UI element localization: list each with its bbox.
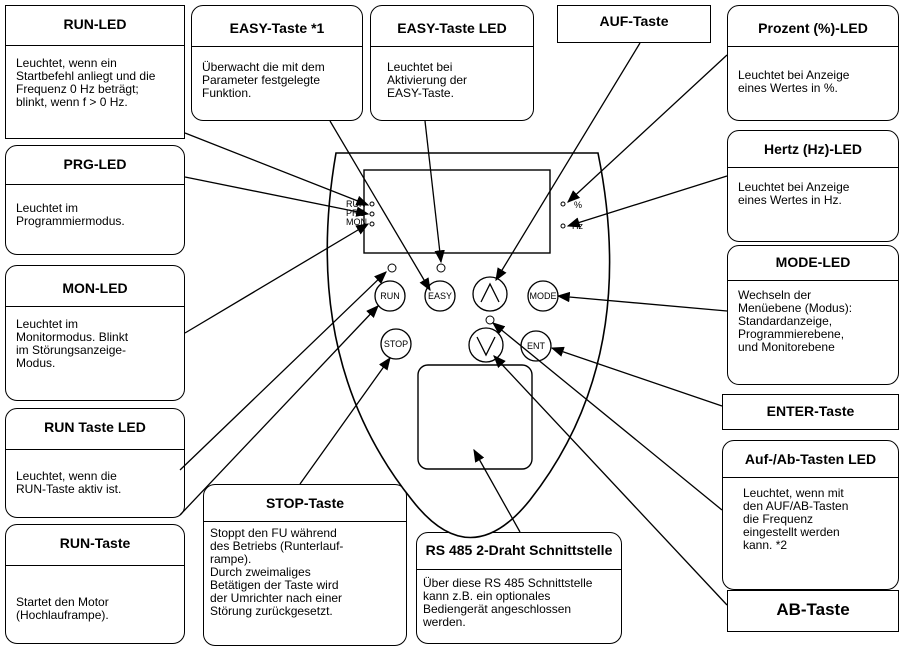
callout-easy-key: EASY-Taste *1 Überwacht die mit dem Para… (191, 5, 363, 121)
run-button (374, 280, 406, 312)
panel-led-labels: RUN PRG MON (346, 199, 367, 227)
callout-easy-led: EASY-Taste LED Leuchtet bei Aktivierung … (370, 5, 534, 121)
callout-stop-key: STOP-Taste Stoppt den FU während des Bet… (203, 484, 407, 646)
ent-button-label[interactable]: ENT (527, 341, 545, 351)
callout-title: RUN-Taste (59, 535, 131, 551)
callout-title: MON-LED (62, 280, 128, 296)
callout-enter-key: ENTER-Taste (722, 394, 899, 430)
callout-title: STOP-Taste (265, 495, 345, 511)
callout-text: Startet den Motor (Hochlauframpe). (16, 595, 109, 622)
callout-text: Leuchtet im Monitormodus. Blinkt im Stör… (16, 317, 129, 370)
percent-label: % (574, 200, 583, 210)
run-key-led-indicator (387, 263, 397, 273)
stop-button (380, 328, 412, 360)
callout-run-key-led: RUN Taste LED Leuchtet, wenn die RUN-Tas… (5, 408, 185, 518)
callout-mode-led: MODE-LED Wechseln der Menüebene (Modus):… (727, 245, 899, 385)
up-arrow-icon (480, 282, 500, 303)
callout-hz-led: Hertz (Hz)-LED Leuchtet bei Anzeige eine… (727, 130, 899, 242)
callout-run-key: RUN-Taste Startet den Motor (Hochlaufram… (5, 524, 185, 644)
callout-mon-led: MON-LED Leuchtet im Monitormodus. Blinkt… (5, 265, 185, 401)
callout-text: Leuchtet, wenn mit den AUF/AB-Tasten die… (743, 486, 849, 552)
callout-rs485: RS 485 2-Draht Schnittstelle Über diese … (416, 532, 622, 644)
display-window (363, 169, 551, 254)
callout-title: AB-Taste (776, 600, 850, 619)
callout-title: Hertz (Hz)-LED (764, 141, 862, 157)
rs485-port (417, 364, 533, 470)
mon-led-indicator (369, 221, 375, 227)
callout-up-key: AUF-Taste (557, 5, 711, 43)
percent-led-indicator (560, 201, 566, 207)
callout-run-led: RUN-LED Leuchtet, wenn ein Startbefehl a… (5, 5, 185, 139)
callout-prg-led: PRG-LED Leuchtet im Programmiermodus. (5, 145, 185, 255)
callout-text: Wechseln der Menüebene (Modus): Standard… (738, 288, 853, 354)
callout-title: EASY-Taste LED (397, 20, 507, 36)
mode-button-label[interactable]: MODE (529, 291, 557, 301)
callout-title: AUF-Taste (599, 13, 669, 29)
callout-title: ENTER-Taste (766, 403, 855, 419)
down-arrow-icon (476, 336, 496, 357)
callout-title: PRG-LED (63, 156, 127, 172)
callout-title: Prozent (%)-LED (758, 20, 868, 36)
up-button (472, 276, 508, 312)
callout-text: Über diese RS 485 Schnittstelle kann z.B… (423, 576, 593, 629)
updown-led-indicator (485, 315, 495, 325)
callout-title: RS 485 2-Draht Schnittstelle (425, 542, 613, 558)
prg-led-indicator (369, 211, 375, 217)
callout-text: Leuchtet, wenn die RUN-Taste aktiv ist. (16, 469, 122, 496)
callout-text: Leuchtet bei Aktivierung der EASY-Taste. (387, 60, 468, 100)
callout-text: Stoppt den FU während des Betriebs (Runt… (210, 526, 344, 618)
easy-button (424, 280, 456, 312)
callout-down-key: AB-Taste (727, 590, 899, 632)
hz-led-indicator (560, 223, 566, 229)
callout-text: Überwacht die mit dem Parameter festgele… (202, 60, 325, 100)
easy-button-label[interactable]: EASY (427, 291, 452, 301)
callout-title: MODE-LED (775, 254, 851, 270)
run-button-label[interactable]: RUN (380, 291, 400, 301)
callout-title: Auf-/Ab-Tasten LED (744, 451, 877, 467)
down-button (468, 327, 504, 363)
callout-updown-led: Auf-/Ab-Tasten LED Leuchtet, wenn mit de… (722, 440, 899, 590)
callout-title: EASY-Taste *1 (229, 20, 325, 36)
callout-title: RUN-LED (63, 16, 127, 32)
callout-title: RUN Taste LED (44, 419, 146, 435)
run-led-indicator (369, 201, 375, 207)
hz-label: Hz (572, 221, 583, 231)
callout-text: Leuchtet im Programmiermodus. (16, 201, 125, 228)
callout-text: Leuchtet, wenn ein Startbefehl anliegt u… (16, 56, 156, 109)
callout-text: Leuchtet bei Anzeige eines Wertes in Hz. (738, 180, 850, 207)
callout-text: Leuchtet bei Anzeige eines Wertes in %. (738, 68, 850, 95)
stop-button-label[interactable]: STOP (383, 339, 409, 349)
easy-key-led-indicator (436, 263, 446, 273)
callout-percent-led: Prozent (%)-LED Leuchtet bei Anzeige ein… (727, 5, 899, 121)
